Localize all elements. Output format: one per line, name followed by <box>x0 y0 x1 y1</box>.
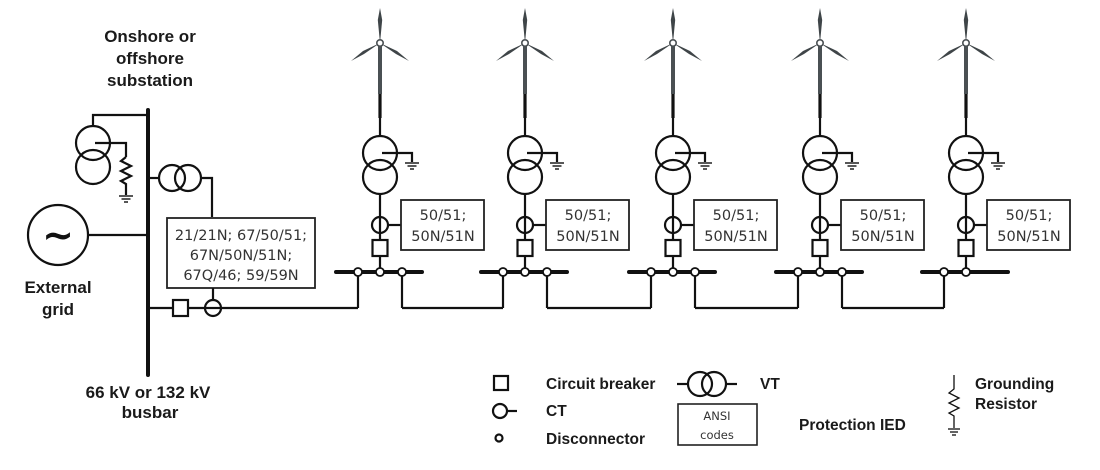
turbine-feeder[interactable]: 50/51; 50N/51N <box>334 8 503 310</box>
main-ied-codes-line-3: 67Q/46; 59/59N <box>183 268 298 284</box>
external-grid-label: External grid <box>24 278 91 319</box>
legend-ied-box-line-2: codes <box>700 428 734 442</box>
turbine-feeder[interactable]: 50/51; 50N/51N <box>920 8 1071 308</box>
disconnector-icon <box>353 267 363 277</box>
turbine-feeder[interactable]: 50/51; 50N/51N <box>479 8 651 310</box>
legend: Circuit breaker CT Disconnector VT ANSI … <box>491 370 1054 448</box>
legend-grounding-resistor-line-1: Grounding <box>975 376 1054 393</box>
legend-circuit-breaker-label: Circuit breaker <box>546 376 655 393</box>
ground-icon <box>698 162 712 170</box>
circuit-breaker-icon <box>171 298 190 318</box>
feeder-ied-codes-line-2: 50N/51N <box>704 229 767 245</box>
feeder-protection-ied[interactable]: 50/51; 50N/51N <box>545 199 630 251</box>
feeder-ied-codes-line-2: 50N/51N <box>997 229 1060 245</box>
circuit-breaker-icon <box>811 238 829 258</box>
feeder-ied-codes-line-1: 50/51; <box>860 208 907 224</box>
turbine-feeder[interactable]: 50/51; 50N/51N <box>627 8 798 310</box>
wind-turbine-icon <box>644 8 702 118</box>
feeder-ied-codes-line-2: 50N/51N <box>851 229 914 245</box>
main-ied-codes-line-2: 67N/50N/51N; <box>190 248 293 264</box>
disconnector-icon <box>668 267 678 277</box>
feeder-ied-codes-line-2: 50N/51N <box>556 229 619 245</box>
wind-turbine-icon <box>496 8 554 118</box>
disconnector-icon <box>837 267 847 277</box>
feeder-ied-codes-line-1: 50/51; <box>420 208 467 224</box>
turbine-transformer-icon <box>947 134 1005 196</box>
feeder-ied-codes-line-1: 50/51; <box>713 208 760 224</box>
feeder-ied-codes-line-1: 50/51; <box>565 208 612 224</box>
disconnector-icon <box>520 267 530 277</box>
feeder-protection-ied[interactable]: 50/51; 50N/51N <box>693 199 778 251</box>
substation-title-line-1: Onshore or <box>104 27 196 46</box>
main-protection-ied[interactable]: 21/21N; 67/50/51; 67N/50N/51N; 67Q/46; 5… <box>166 217 316 299</box>
legend-vt-icon <box>677 370 737 398</box>
external-grid-label-line-2: grid <box>42 300 74 319</box>
legend-vt-label: VT <box>760 376 780 393</box>
legend-ct-label: CT <box>546 403 567 420</box>
substation-title-line-2: offshore <box>116 49 184 68</box>
feeder-protection-ied[interactable]: 50/51; 50N/51N <box>986 199 1071 251</box>
circuit-breaker-icon <box>371 238 389 258</box>
legend-disconnector-label: Disconnector <box>546 431 645 448</box>
feeder-protection-ied[interactable]: 50/51; 50N/51N <box>840 199 925 251</box>
legend-ied-box-line-1: ANSI <box>703 409 730 423</box>
ground-icon <box>845 162 859 170</box>
grounding-transformer[interactable] <box>74 113 148 203</box>
legend-disconnector-icon <box>494 433 504 443</box>
circuit-breaker-icon <box>516 238 534 258</box>
ground-icon <box>991 162 1005 170</box>
disconnector-icon <box>815 267 825 277</box>
disconnector-icon <box>397 267 407 277</box>
legend-ied-box-icon <box>677 403 758 446</box>
ground-icon <box>119 195 133 203</box>
ground-icon <box>405 162 419 170</box>
turbine-feeders: 50/51;50N/51N50/51;50N/51N50/51;50N/51N5… <box>334 8 1071 310</box>
circuit-breaker-icon <box>957 238 975 258</box>
external-grid-label-line-1: External <box>24 278 91 297</box>
disconnector-icon <box>690 267 700 277</box>
feeder-ied-codes-line-2: 50N/51N <box>411 229 474 245</box>
disconnector-icon <box>498 267 508 277</box>
sine-wave-icon: ~ <box>42 213 74 257</box>
feeder-ied-codes-line-1: 50/51; <box>1006 208 1053 224</box>
turbine-transformer-icon <box>361 134 419 196</box>
turbine-feeder[interactable]: 50/51; 50N/51N <box>774 8 944 310</box>
export-feeder[interactable] <box>148 298 358 318</box>
feeder-protection-ied[interactable]: 50/51; 50N/51N <box>400 199 485 251</box>
turbine-transformer-icon <box>801 134 859 196</box>
turbine-transformer-icon <box>654 134 712 196</box>
disconnector-icon <box>961 267 971 277</box>
grounding-resistor-icon <box>118 156 134 195</box>
legend-grounding-resistor-line-2: Resistor <box>975 396 1037 413</box>
turbine-transformer-icon <box>506 134 564 196</box>
external-grid[interactable]: ~ <box>26 203 148 267</box>
busbar-vt[interactable] <box>148 163 214 217</box>
busbar-label-line-1: 66 kV or 132 kV <box>86 383 211 402</box>
busbar-label: 66 kV or 132 kV busbar <box>86 383 211 422</box>
legend-ct-icon <box>491 402 509 420</box>
wind-turbine-icon <box>791 8 849 118</box>
ground-icon <box>550 162 564 170</box>
disconnector-icon <box>939 267 949 277</box>
legend-grounding-resistor-icon <box>947 375 961 436</box>
legend-protection-ied-label: Protection IED <box>799 417 906 434</box>
busbar-label-line-2: busbar <box>122 403 179 422</box>
wind-turbine-icon <box>937 8 995 118</box>
substation-title-line-3: substation <box>107 71 193 90</box>
legend-circuit-breaker-icon <box>492 374 510 392</box>
disconnector-icon <box>375 267 385 277</box>
circuit-breaker-icon <box>664 238 682 258</box>
disconnector-icon <box>646 267 656 277</box>
wind-turbine-icon <box>351 8 409 118</box>
disconnector-icon <box>793 267 803 277</box>
main-ied-codes-line-1: 21/21N; 67/50/51; <box>175 228 307 244</box>
substation-title: Onshore or offshore substation <box>104 27 196 90</box>
disconnector-icon <box>542 267 552 277</box>
